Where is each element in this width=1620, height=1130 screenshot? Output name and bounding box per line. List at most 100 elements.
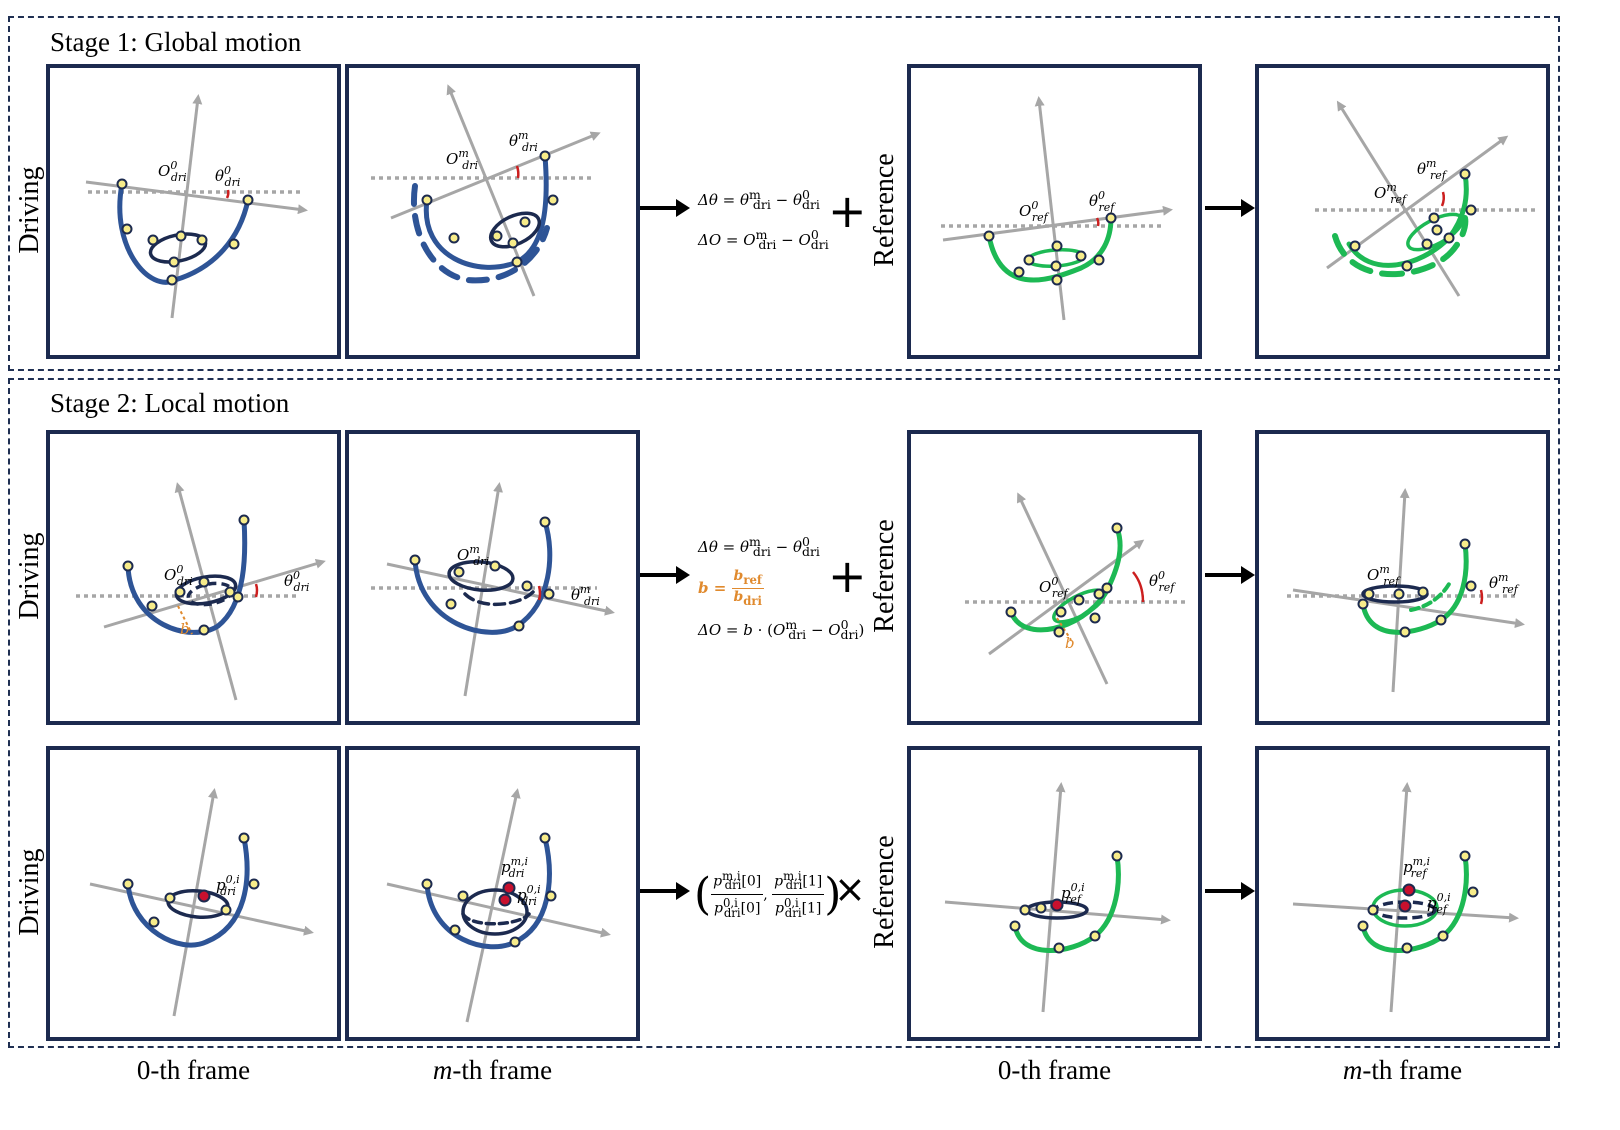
axis-arrow [1336, 100, 1461, 297]
arrow-right-icon [1205, 199, 1255, 217]
keypoint [1075, 250, 1087, 262]
keypoint [220, 904, 232, 916]
keypoint [1459, 538, 1471, 550]
stage1-title: Stage 1: Global motion [50, 27, 302, 57]
keypoint [1005, 606, 1017, 618]
keypoint [147, 234, 159, 246]
plus-operator: + [828, 184, 867, 238]
keypoint [1421, 238, 1433, 250]
keypoint [1363, 588, 1375, 600]
keypoint [238, 832, 250, 844]
keypoint [1431, 224, 1443, 236]
contour-curve [1409, 582, 1451, 612]
formula-delta-o: ΔO = Omdri − O0dri [698, 227, 829, 252]
column-label-framem: m-th frame [345, 1055, 640, 1086]
keypoint [1357, 920, 1369, 932]
axis-arrow [942, 205, 1173, 242]
keypoint [507, 237, 519, 249]
keypoint [164, 892, 176, 904]
keypoint [543, 588, 555, 600]
contour-curve [986, 215, 1114, 283]
keypoint [409, 554, 421, 566]
keypoint [457, 890, 469, 902]
row-label-driving-3: Driving [14, 848, 45, 936]
row-label-reference-1: Reference [869, 153, 900, 267]
contour-curve [461, 912, 531, 926]
keypoint [421, 878, 433, 890]
keypoint [491, 230, 503, 242]
arrow-right-icon [640, 882, 690, 900]
formula-delta-theta: Δθ = θmdri − θ0dri [698, 187, 820, 212]
m-symbol: m [1342, 1055, 1363, 1085]
keypoint [421, 194, 433, 206]
formula-stage1: Δθ = θmdri − θ0dri ΔO = Omdri − O0dri [698, 180, 829, 260]
axis-arrow [103, 558, 326, 629]
keypoint [1101, 582, 1113, 594]
keypoint [1019, 904, 1031, 916]
row-label-reference-2: Reference [869, 519, 900, 633]
contour-curve [411, 183, 550, 284]
angle-arc [515, 165, 520, 179]
keypoint [248, 878, 260, 890]
plus-operator: + [828, 549, 867, 603]
keypoint [1357, 598, 1369, 610]
keypoint [983, 230, 995, 242]
keypoint [1053, 626, 1065, 638]
b-label: b [180, 620, 190, 638]
keypoint [1051, 274, 1063, 286]
angle-arc [537, 585, 542, 601]
column-label-framem: m-th frame [1255, 1055, 1550, 1086]
keypoint [1035, 902, 1047, 914]
keypoint [1051, 240, 1063, 252]
contour-curve [412, 519, 553, 635]
arrow-right-icon [640, 199, 690, 217]
keypoint [545, 890, 557, 902]
column-label-frame0: 0-th frame [136, 1055, 251, 1085]
keypoint [148, 916, 160, 928]
keypoint [509, 936, 521, 948]
eye-ellipse [488, 211, 542, 249]
formula-stage3: ( pm,idri[0] p0,idri[0] , pm,idri[1] p0,… [694, 869, 842, 921]
row-label-driving-1: Driving [14, 166, 45, 254]
eye-ellipse [447, 560, 515, 592]
angle-arc [225, 189, 230, 199]
angle-arc [1132, 571, 1145, 603]
keypoint [122, 878, 134, 890]
axis-arrow [172, 788, 218, 1017]
keypoint [1443, 232, 1455, 244]
highlight-keypoint [197, 889, 211, 903]
keypoint [1401, 942, 1413, 954]
keypoint [1089, 930, 1101, 942]
axis-arrow [390, 131, 601, 220]
keypoint [1050, 260, 1062, 272]
keypoint [1465, 580, 1477, 592]
keypoint [238, 514, 250, 526]
highlight-keypoint [1050, 898, 1064, 912]
keypoint [1053, 942, 1065, 954]
contour-curve [1332, 215, 1469, 278]
orange-b-measure [1056, 617, 1072, 641]
axis-arrow [386, 882, 611, 938]
keypoint [1428, 212, 1440, 224]
keypoint [1437, 930, 1449, 942]
